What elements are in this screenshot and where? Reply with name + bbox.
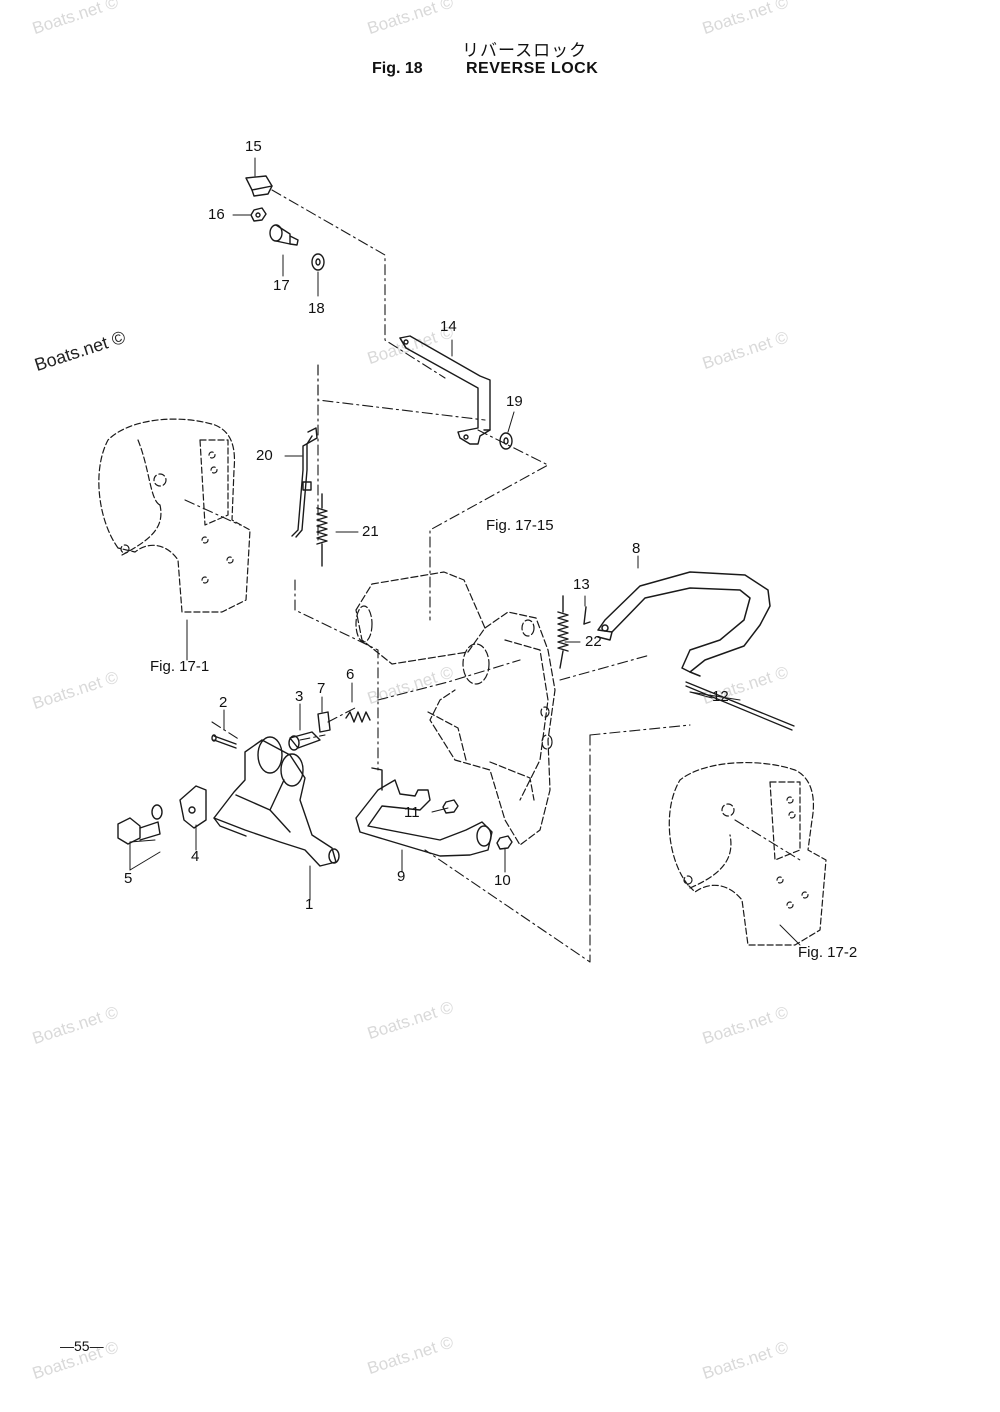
- part-13-pin: [583, 606, 591, 625]
- part-22-spring: [557, 595, 569, 669]
- part-18-washer: [311, 253, 325, 271]
- part-16-nut: [250, 207, 267, 222]
- figure-ref-17-1: Fig. 17-1: [150, 658, 210, 675]
- figure-ref-17-2: Fig. 17-2: [798, 944, 858, 961]
- part-15-clip: [245, 175, 273, 197]
- part-label-9: 9: [397, 868, 406, 885]
- figure-ref-17-15: Fig. 17-15: [486, 517, 554, 534]
- figure-number: Fig. 18: [372, 60, 423, 77]
- part-11-nut: [442, 799, 459, 814]
- part-label-16: 16: [208, 206, 225, 223]
- part-1-lock-arm: [213, 736, 340, 867]
- part-label-11: 11: [404, 804, 420, 821]
- part-8-tilt-lever: [597, 571, 771, 677]
- part-4-plate: [179, 785, 207, 829]
- part-label-21: 21: [362, 523, 379, 540]
- part-label-15: 15: [245, 138, 262, 155]
- part-label-19: 19: [506, 393, 523, 410]
- part-label-10: 10: [494, 872, 511, 889]
- part-9-stopper-bracket: [355, 767, 493, 857]
- part-19-washer: [499, 432, 513, 450]
- part-label-4: 4: [191, 848, 200, 865]
- part-label-6: 6: [346, 666, 355, 683]
- part-6-spring: [345, 711, 371, 723]
- fig-17-15-swivel-bracket: [355, 571, 556, 846]
- part-label-5: 5: [124, 870, 133, 887]
- part-21-spring: [316, 493, 328, 567]
- part-2-pin: [211, 734, 237, 749]
- part-label-7: 7: [317, 680, 326, 697]
- part-label-17: 17: [273, 277, 290, 294]
- part-5-bolt: [117, 804, 163, 845]
- part-label-22: 22: [585, 633, 602, 650]
- fig-17-1-bracket: [98, 418, 251, 613]
- page-number: —55—: [60, 1338, 104, 1354]
- part-12-rod: [685, 681, 795, 731]
- fig-17-2-bracket: [668, 761, 827, 946]
- part-label-8: 8: [632, 540, 641, 557]
- title-japanese: リバースロック: [462, 41, 588, 61]
- figure-title: REVERSE LOCK: [466, 60, 599, 77]
- part-14-lock-rod: [399, 335, 491, 445]
- part-10-bolt: [496, 835, 513, 850]
- leader-lines: [129, 157, 801, 946]
- assembly-dashed-lines: [184, 189, 801, 963]
- part-label-18: 18: [308, 300, 325, 317]
- part-label-13: 13: [573, 576, 590, 593]
- part-label-3: 3: [295, 688, 304, 705]
- part-label-20: 20: [256, 447, 273, 464]
- part-label-1: 1: [305, 896, 314, 913]
- part-label-12: 12: [712, 688, 729, 705]
- part-3-sleeve: [288, 731, 321, 751]
- part-17-pin: [269, 224, 299, 246]
- part-7-clip: [317, 711, 331, 733]
- part-20-bent-rod: [291, 427, 318, 538]
- part-label-2: 2: [219, 694, 228, 711]
- part-label-14: 14: [440, 318, 457, 335]
